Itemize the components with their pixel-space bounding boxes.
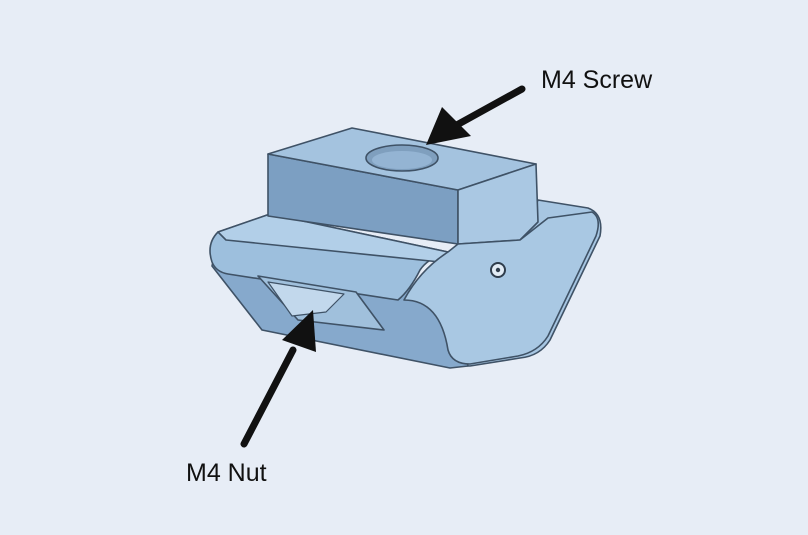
- nut-callout-label: M4 Nut: [186, 459, 267, 487]
- t-slot-nut-3d-model-icon: [209, 127, 602, 369]
- nut-callout-arrow-icon: [240, 310, 316, 448]
- set-screw-hole-center: [495, 267, 501, 273]
- screw-callout-label: M4 Screw: [541, 66, 653, 94]
- top-block-side-face: [457, 163, 539, 245]
- screw-callout-arrow-icon: [426, 85, 526, 145]
- nut-pocket-inner-shadow: [267, 281, 345, 317]
- end-face: [403, 211, 600, 365]
- screw-hole-inner: [372, 151, 432, 169]
